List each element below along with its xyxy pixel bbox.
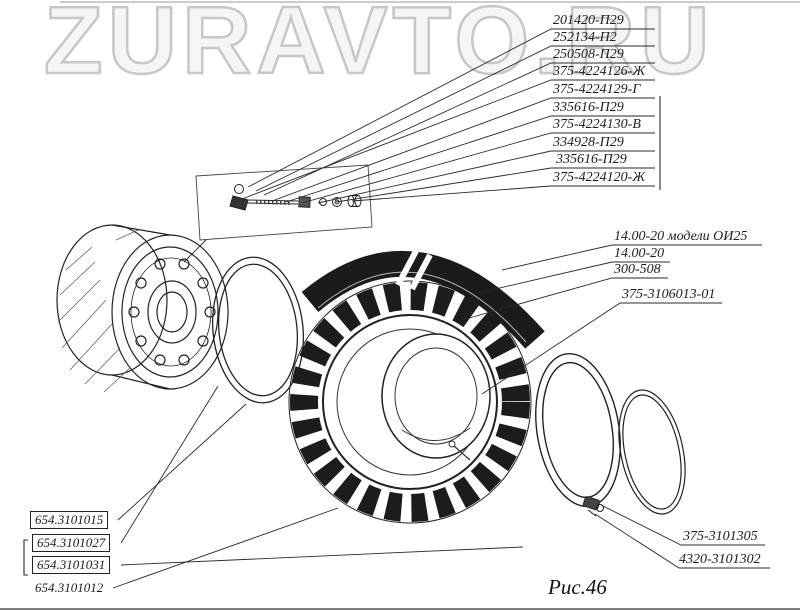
tire-part-number: 300-508	[614, 262, 661, 277]
wheel-rim	[56, 224, 229, 393]
inner-tube	[381, 333, 491, 461]
valve-part-number: 335616-П29	[553, 100, 624, 115]
tire-part-number: 14.00-20 модели ОИ25	[614, 229, 748, 244]
valve-part-number: 375-4224130-В	[553, 117, 641, 132]
valve-part-number: 335616-П29	[556, 152, 627, 167]
tire-part-number: 375-3106013-01	[622, 287, 716, 302]
tire	[288, 249, 545, 524]
figure-caption: Рис.46	[548, 575, 607, 599]
valve-part-number: 252134-П2	[553, 30, 617, 45]
valve-part-number: 375-4224126-Ж	[553, 64, 646, 79]
valve-part-number: 334928-П29	[553, 135, 624, 150]
valve-part-number: 375-4224120-Ж	[553, 170, 646, 185]
rim-hatching	[57, 229, 139, 393]
flap-ring	[535, 352, 621, 508]
valve-part-number: 375-4224129-Г	[553, 82, 641, 97]
wheel-part-number: 654.3101012	[35, 580, 104, 595]
clamp-part-number: 4320-3101302	[679, 552, 761, 567]
lock-ring	[211, 256, 305, 404]
wheel-part-number: 654.3101031	[32, 556, 111, 574]
valve-part-number: 250508-П29	[553, 47, 624, 62]
wheel-part-number: 654.3101015	[30, 511, 109, 529]
leader-lines	[23, 28, 770, 589]
tire-part-number: 14.00-20	[614, 246, 665, 261]
wheel-part-number: 654.3101027	[32, 534, 111, 552]
valve-assembly	[195, 164, 373, 241]
bead-ring	[618, 389, 686, 515]
clamp	[582, 496, 604, 517]
watermark-text: ZURAVTO.RU	[43, 0, 715, 95]
clamp-part-number: 375-3101305	[683, 529, 758, 544]
valve-part-number: 201420-П29	[553, 13, 624, 28]
